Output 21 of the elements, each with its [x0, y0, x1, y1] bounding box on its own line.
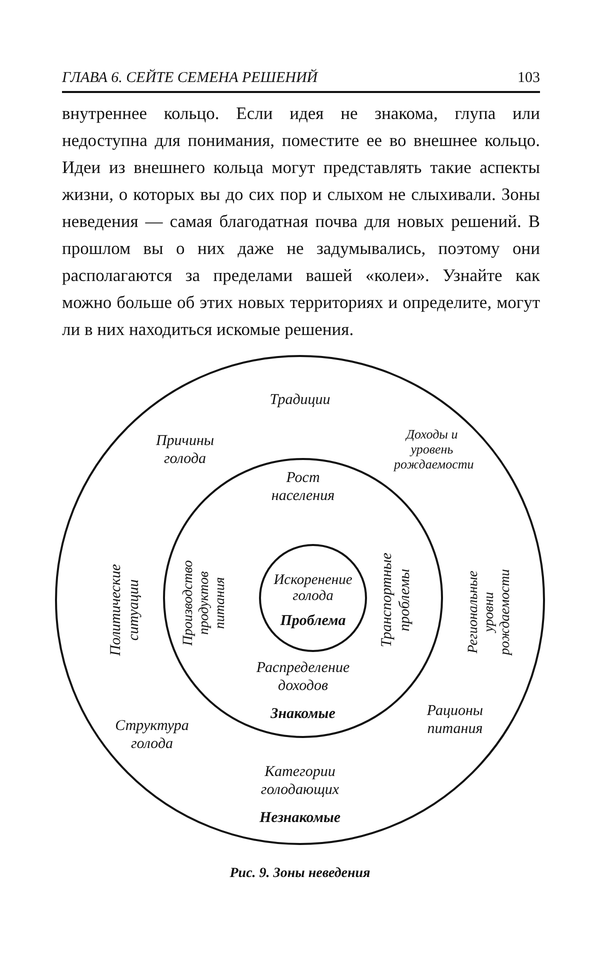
ring-text: Категории голодающих — [260, 763, 340, 799]
zone-label: Знакомые — [270, 705, 336, 723]
body-paragraph: внутреннее кольцо. Если идея не знакома, глупа или недоступна для понимания, поместите ее во внешнее кольцо. Идеи из внешнего кольца могут представлять такие аспекты жизни, о которых вы до сих пор и слыхом не слыхивали. Зоны неведения — самая благодатная почва для новых решений. В прошлом вы о них даже не задумывались, поэтому они располагаются за пределами вашей «колеи». Узнайте как можно больше об этих новых территориях и определите, могут ли в них находиться искомые решения. — [62, 102, 540, 341]
running-header: ГЛАВА 6. СЕЙТЕ СЕМЕНА РЕШЕНИЙ — [62, 70, 318, 87]
page-number: 103 — [518, 70, 540, 87]
ring-text: Рост населения — [270, 469, 336, 505]
ring-text: Рационы питания — [426, 702, 484, 738]
ring-text: Региональные уровни рождаемости — [466, 568, 514, 658]
ring-text: Структура голода — [114, 717, 190, 753]
zone-label: Проблема — [279, 612, 347, 630]
ring-text: Традиции — [268, 391, 332, 409]
ring-text: Распределение доходов — [255, 659, 351, 695]
outer-ring — [55, 355, 545, 845]
ring-text: Производство продуктов питания — [181, 559, 229, 648]
ring-text: Транспортные проблемы — [378, 552, 414, 650]
ring-text: Искоренение голода — [272, 572, 354, 604]
inner-circle — [259, 544, 367, 652]
figure-caption: Рис. 9. Зоны неведения — [228, 866, 372, 882]
ring-text: Причины голода — [154, 432, 216, 468]
zone-label: Незнакомые — [258, 809, 342, 827]
ring-text: Политические ситуации — [107, 563, 143, 658]
